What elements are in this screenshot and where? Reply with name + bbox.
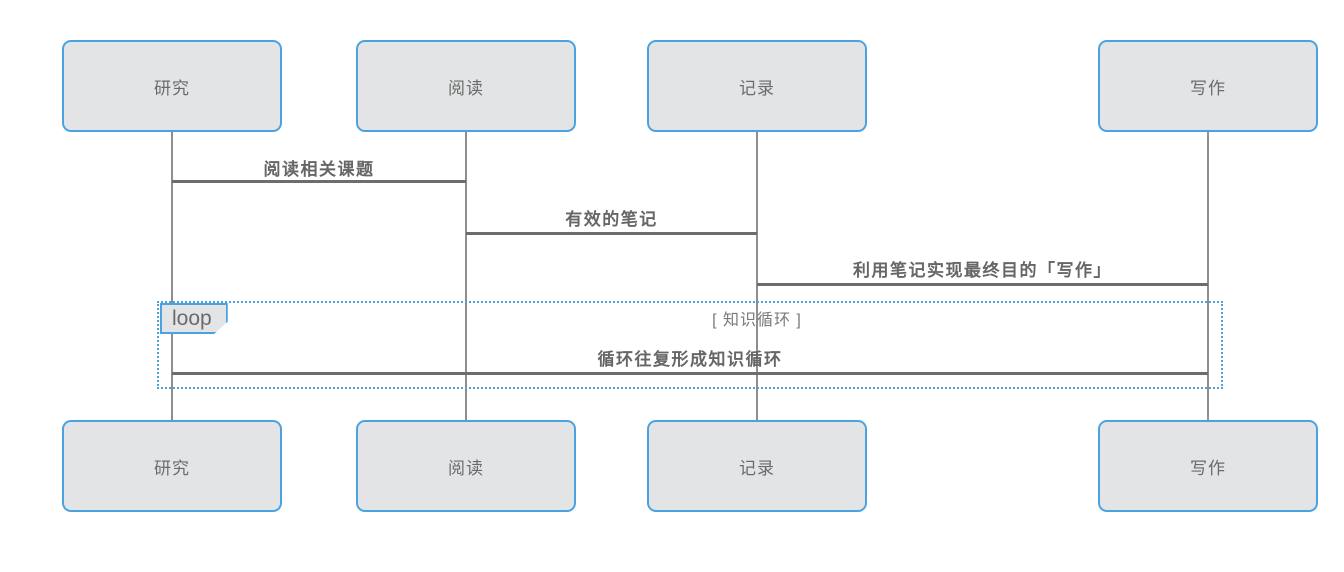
actor-label-research-top: 研究: [154, 78, 190, 98]
loop-fragment-condition: [ 知识循环 ]: [712, 312, 802, 329]
message-line-4: [172, 372, 1208, 375]
loop-fragment-operator-tag[interactable]: loop: [160, 303, 228, 334]
actor-box-writing-bottom[interactable]: 写作: [1098, 420, 1318, 512]
actor-label-record-top: 记录: [739, 78, 775, 98]
actor-box-writing-top[interactable]: 写作: [1098, 40, 1318, 132]
message-line-2: [466, 232, 757, 235]
actor-label-writing-top: 写作: [1190, 78, 1226, 98]
message-label-1: 阅读相关课题: [263, 160, 375, 179]
lifeline-writing: [1207, 131, 1209, 420]
lifeline-record: [756, 131, 758, 420]
actor-box-reading-bottom[interactable]: 阅读: [356, 420, 576, 512]
actor-label-writing-bottom: 写作: [1190, 458, 1226, 478]
actor-box-reading-top[interactable]: 阅读: [356, 40, 576, 132]
lifeline-research: [171, 131, 173, 420]
actor-box-record-bottom[interactable]: 记录: [647, 420, 867, 512]
actor-box-research-bottom[interactable]: 研究: [62, 420, 282, 512]
actor-label-reading-bottom: 阅读: [448, 458, 484, 478]
actor-box-record-top[interactable]: 记录: [647, 40, 867, 132]
lifeline-reading: [465, 131, 467, 420]
actor-box-research-top[interactable]: 研究: [62, 40, 282, 132]
loop-fragment-frame: [157, 301, 1223, 389]
message-label-2: 有效的笔记: [565, 210, 658, 229]
message-label-4: 循环往复形成知识循环: [597, 350, 783, 369]
message-line-1: [172, 180, 466, 183]
actor-label-record-bottom: 记录: [739, 458, 775, 478]
message-line-3: [757, 283, 1208, 286]
actor-label-research-bottom: 研究: [154, 458, 190, 478]
actor-label-reading-top: 阅读: [448, 78, 484, 98]
loop-operator-label: loop: [172, 307, 212, 330]
message-label-3: 利用笔记实现最终目的「写作」: [853, 261, 1112, 280]
